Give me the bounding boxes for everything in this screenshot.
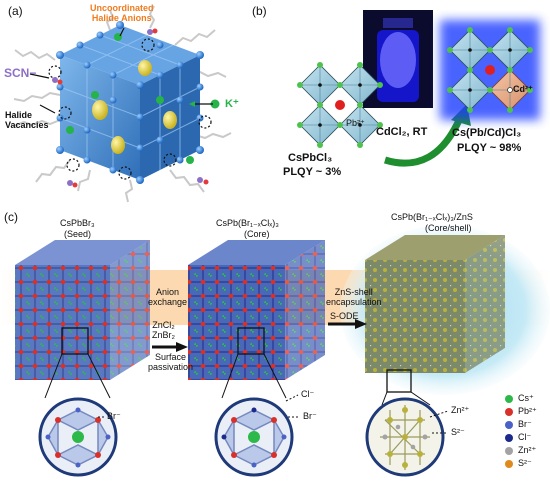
- inset1-br-label: Br⁻: [107, 411, 121, 421]
- scn-molecules: [52, 28, 209, 188]
- legend-label: Br⁻: [518, 419, 532, 429]
- cs-pb-cd-cl3-plqy: PLQY ~ 98%: [457, 142, 522, 154]
- legend-label: Pb²⁺: [518, 406, 537, 416]
- panel-b-tag: (b): [252, 4, 267, 18]
- halide-spheres: [56, 21, 204, 184]
- legend-swatch: [505, 433, 513, 442]
- legend-swatch: [505, 446, 513, 455]
- legend-item: Cl⁻: [505, 431, 550, 444]
- reaction-arrow-1: [152, 342, 188, 352]
- core-title: CsPb(Br₁₋ₓClₓ)₃: [216, 218, 279, 228]
- panel-c-tag: (c): [4, 210, 18, 224]
- legend-swatch: [505, 459, 513, 468]
- uncoordinated-halide-label: Uncoordinated Halide Anions: [90, 3, 154, 23]
- legend-swatch: [505, 394, 513, 403]
- core-subtitle: (Core): [244, 229, 270, 239]
- legend-label: Cl⁻: [518, 432, 532, 442]
- shell-subtitle: (Core/shell): [425, 223, 472, 233]
- legend-swatch: [505, 420, 513, 429]
- inset3-zn-label: Zn²⁺: [451, 405, 470, 415]
- inset-shell: [365, 397, 449, 477]
- inset-seed: [38, 397, 118, 477]
- cdcl2-arrow: [383, 116, 464, 167]
- reaction-arrow-2: [328, 319, 367, 329]
- shell-title: CsPb(Br₁₋ₓClₓ)₃/ZnS: [391, 212, 473, 222]
- legend-item: Br⁻: [505, 418, 550, 431]
- panel-b-illustration: [297, 10, 540, 167]
- inset-core: [214, 394, 300, 477]
- seed-subtitle: (Seed): [64, 229, 92, 239]
- cspbcl3-label: CsPbCl₃: [288, 152, 333, 164]
- inset2-br-label: Br⁻: [303, 411, 317, 421]
- core-shell-cube: [340, 225, 550, 406]
- legend-item: Pb²⁺: [505, 405, 550, 418]
- core-cube: [188, 240, 325, 399]
- legend-label: S²⁻: [518, 458, 532, 468]
- panel-a-illustration: [13, 5, 232, 203]
- ligand-chains: [13, 5, 232, 203]
- panel-a-tag: (a): [8, 4, 23, 18]
- panel-c-illustration: [0, 225, 550, 477]
- legend-item: Zn²⁺: [505, 444, 550, 457]
- arrow2-top-text: ZnS-shell encapsulation: [326, 287, 382, 307]
- arrow1-bot-text: Surface passivation: [148, 352, 194, 372]
- scn-label: SCN−: [4, 66, 37, 80]
- potassium-label: K⁺: [225, 98, 239, 110]
- arrow2-mid-text: S-ODE: [330, 311, 359, 321]
- cspbcl3-plqy: PLQY ~ 3%: [283, 166, 342, 178]
- inset2-cl-label: Cl⁻: [301, 389, 315, 399]
- reaction-condition: CdCl₂, RT: [376, 126, 428, 138]
- inset3-s-label: S²⁻: [451, 427, 465, 437]
- seed-title: CsPbBr₃: [60, 218, 95, 228]
- cs-pb-cd-cl3-label: Cs(Pb/Cd)Cl₃: [452, 127, 522, 139]
- arrow1-top-text: Anion exchange: [148, 287, 188, 307]
- legend-label: Cs⁺: [518, 393, 534, 403]
- potassium-ions: [66, 33, 220, 164]
- cspbcl3-structure: [297, 62, 383, 148]
- pb-label: Pb²⁺: [346, 118, 365, 128]
- cesium-spheres: [92, 60, 177, 154]
- legend-label: Zn²⁺: [518, 445, 537, 455]
- arrow1-mid-text: ZnCl₂ ZnBr₂: [152, 320, 175, 340]
- cd-label: Cd²⁺: [513, 84, 533, 94]
- legend-item: Cs⁺: [505, 392, 550, 405]
- cs-pb-cd-cl3-structure: [447, 27, 533, 113]
- legend-swatch: [505, 407, 513, 416]
- legend: Cs⁺ Pb²⁺ Br⁻ Cl⁻ Zn²⁺ S²⁻: [505, 392, 550, 470]
- seed-cube: [15, 240, 150, 399]
- halide-vacancies-label: Halide Vacancies: [5, 110, 49, 130]
- legend-item: S²⁻: [505, 457, 550, 470]
